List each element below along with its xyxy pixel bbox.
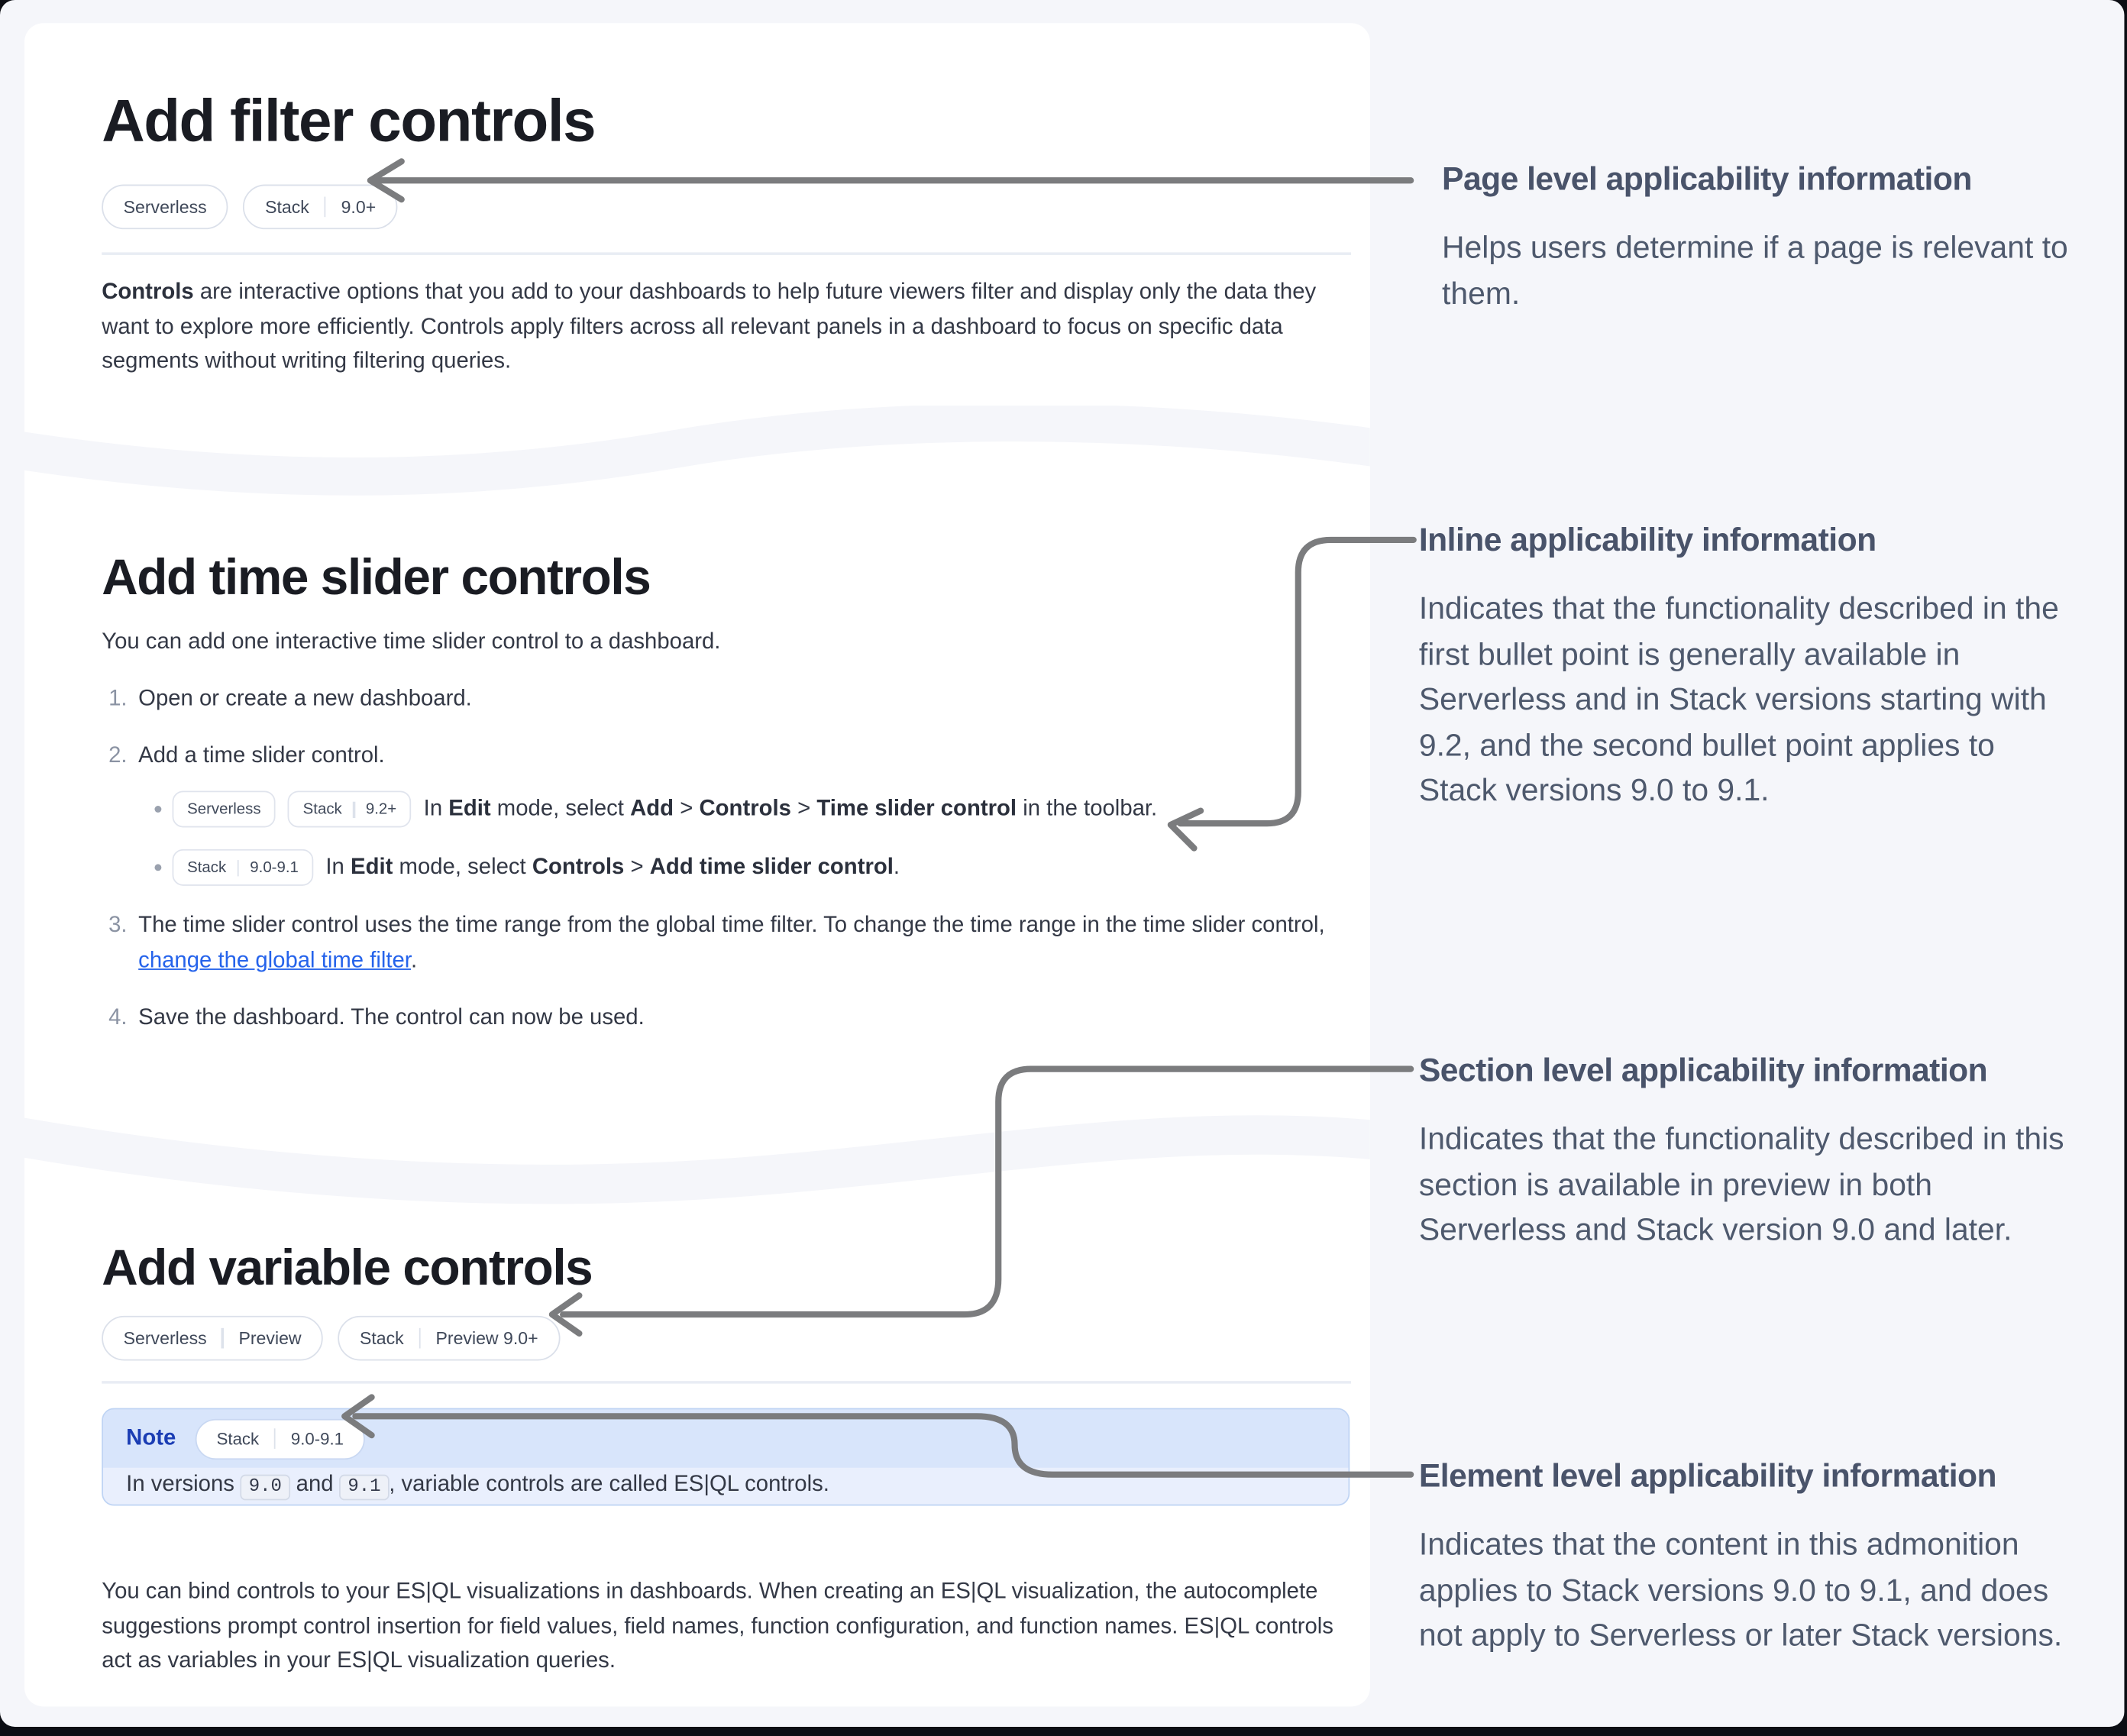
annotation-title: Section level applicability information [1418,1052,1988,1090]
bullet-text: In Edit mode, select Controls > Add time… [325,854,900,879]
bullet-item-1: Serverless Stack 9.2+ In Edit mode, sele… [154,790,1158,828]
badge-stack-preview-version: Stack Preview 9.0+ [338,1315,561,1361]
annotation-body: Indicates that the functionality describ… [1418,590,2059,807]
annotation-section-level: Section level applicability information … [1418,1052,2073,1246]
ordered-step-2: 2. Add a time slider control. [102,738,1351,773]
annotation-title: Element level applicability information [1418,1458,1997,1495]
content-column: Add filter controls Serverless Stack 9.0… [24,23,1370,1707]
annotation-title: Page level applicability information [1442,161,1972,199]
badge-label: Stack [302,800,342,818]
step-text: The time slider control uses the time ra… [138,913,1325,973]
intro-paragraph: Controls are interactive options that yo… [102,279,1317,373]
ordered-step-4: 4. Save the dashboard. The control can n… [102,1000,1351,1035]
badge-stack-version: Stack 9.0+ [243,184,398,230]
badge-lifecycle-version: Preview 9.0+ [435,1327,538,1349]
step-number: 3. [108,913,128,938]
badge-serverless: Serverless [172,790,276,828]
annotation-element-level: Element level applicability information … [1418,1457,2073,1652]
badge-label: Serverless [123,1327,207,1349]
annotation-title: Inline applicability information [1418,522,1876,559]
badge-serverless: Serverless [102,184,229,230]
bullet-item-2: Stack 9.0-9.1 In Edit mode, select Contr… [154,849,900,886]
badge-divider [324,196,327,218]
annotation-body: Indicates that the content in this admon… [1418,1526,2063,1653]
page-title: Add filter controls [102,88,596,155]
wavy-separator-1 [24,406,1370,496]
badge-stack-version: Stack 9.0-9.1 [195,1418,366,1460]
section-title: Add time slider controls [102,549,651,606]
badge-stack-version: Stack 9.0-9.1 [172,849,314,886]
badge-label: Stack [216,1429,260,1449]
badge-label: Serverless [123,196,207,218]
ordered-step-1: 1. Open or create a new dashboard. [102,681,1351,716]
badge-divider [419,1327,421,1349]
section-add-filter-controls: Add filter controls Serverless Stack 9.0… [102,23,1352,416]
step-number: 1. [108,686,128,711]
section-applicability-badges: Serverless Preview Stack Preview 9.0+ [102,1315,561,1361]
badge-version: 9.2+ [365,800,397,818]
badge-divider [273,1428,276,1449]
badge-version: 9.0-9.1 [290,1429,344,1449]
bullet-icon [154,806,162,813]
bullet-icon [154,864,162,871]
badge-version: 9.0+ [341,196,377,218]
annotation-body: Helps users determine if a page is relev… [1442,229,2068,310]
divider-rule [102,1381,1352,1383]
step-text: Save the dashboard. The control can now … [138,1005,645,1030]
closing-paragraph: You can bind controls to your ES|QL visu… [102,1579,1333,1673]
annotation-page-level: Page level applicability information Hel… [1442,160,2096,309]
badge-divider [221,1327,224,1349]
badge-divider [237,859,240,876]
wavy-separator-2 [24,1115,1370,1204]
badge-lifecycle: Preview [238,1327,302,1349]
ordered-step-3: 3. The time slider control uses the time… [102,907,1351,978]
inline-link[interactable]: change the global time filter [138,948,411,973]
annotation-inline-level: Inline applicability information Indicat… [1418,521,2073,807]
page-applicability-badges: Serverless Stack 9.0+ [102,184,398,230]
section-intro: You can add one interactive time slider … [102,629,721,655]
badge-serverless-preview: Serverless Preview [102,1315,324,1361]
annotation-body: Indicates that the functionality describ… [1418,1120,2064,1247]
note-body: In versions 9.0 and 9.1, variable contro… [103,1449,852,1505]
badge-label: Stack [187,859,227,876]
badge-label: Stack [265,196,309,218]
note-admonition: Note Stack 9.0-9.1 In versions 9.0 and 9… [102,1408,1350,1506]
step-text: Add a time slider control. [138,743,385,768]
divider-rule [102,252,1352,255]
section-title: Add variable controls [102,1240,593,1296]
badge-divider [352,800,355,818]
badge-stack-version: Stack 9.2+ [288,790,412,828]
step-number: 2. [108,743,128,768]
step-text: Open or create a new dashboard. [138,686,472,711]
badge-version: 9.0-9.1 [250,859,299,876]
bullet-text: In Edit mode, select Add > Controls > Ti… [423,796,1158,821]
badge-label: Serverless [187,800,261,818]
step-number: 4. [108,1005,128,1030]
badge-label: Stack [359,1327,404,1349]
note-label: Note [126,1425,176,1450]
